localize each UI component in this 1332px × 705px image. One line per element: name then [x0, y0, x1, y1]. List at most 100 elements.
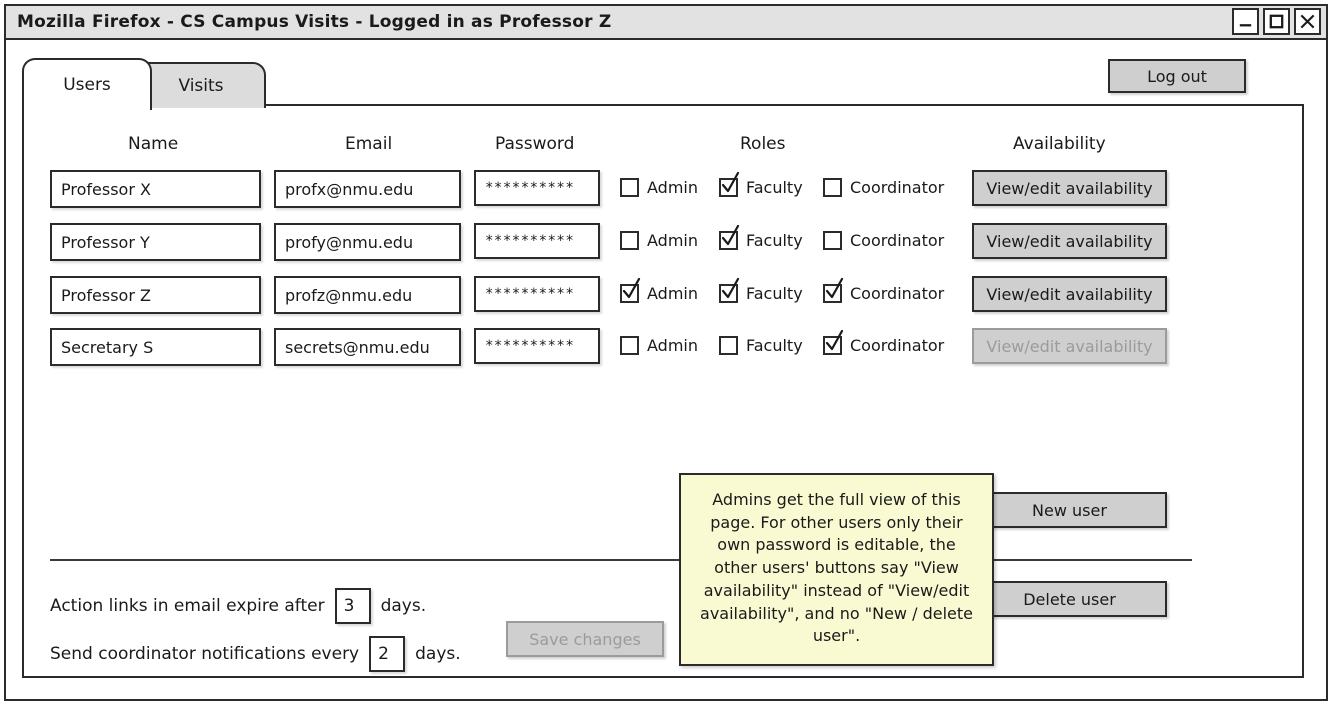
checkbox-box [620, 178, 639, 197]
window-controls [1232, 8, 1321, 35]
checkbox-box [620, 231, 639, 250]
view-edit-availability-button[interactable]: View/edit availability [972, 170, 1167, 206]
section-divider [50, 559, 1192, 561]
name-field[interactable]: Professor Z [50, 276, 261, 314]
check-icon [721, 277, 740, 299]
view-edit-availability-button-disabled: View/edit availability [972, 328, 1167, 364]
check-icon [721, 171, 740, 193]
view-edit-availability-button[interactable]: View/edit availability [972, 223, 1167, 259]
new-user-label: New user [1032, 500, 1107, 520]
column-header-availability: Availability [1013, 134, 1106, 154]
password-field[interactable]: ********** [474, 223, 600, 259]
title-bar: Mozilla Firefox - CS Campus Visits - Log… [6, 6, 1326, 40]
tab-users-label: Users [63, 75, 111, 95]
table-row: Professor X profx@nmu.edu ********** Adm… [24, 170, 1302, 216]
tab-strip: Users Visits [22, 56, 266, 110]
email-field[interactable]: profx@nmu.edu [274, 170, 461, 208]
checkbox-box [719, 224, 740, 250]
column-header-roles: Roles [740, 134, 786, 154]
availability-button-label: View/edit availability [986, 284, 1153, 304]
password-field[interactable]: ********** [474, 328, 600, 364]
column-header-password: Password [495, 134, 575, 154]
tab-visits-label: Visits [178, 76, 224, 96]
checkbox-label: Faculty [746, 284, 803, 303]
checkbox-box [823, 178, 842, 197]
checkbox-label: Admin [647, 284, 698, 303]
check-icon [721, 224, 740, 246]
close-button[interactable] [1294, 8, 1321, 35]
checkbox-faculty[interactable]: Faculty [719, 224, 803, 250]
email-field[interactable]: profz@nmu.edu [274, 276, 461, 314]
checkbox-box [719, 277, 740, 303]
password-field[interactable]: ********** [474, 276, 600, 312]
checkbox-label: Admin [647, 336, 698, 355]
checkbox-box [823, 329, 844, 355]
name-field[interactable]: Professor X [50, 170, 261, 208]
checkbox-label: Coordinator [850, 178, 945, 197]
expiry-prefix-label: Action links in email expire after [50, 596, 325, 616]
new-user-button[interactable]: New user [972, 492, 1167, 528]
tab-users[interactable]: Users [22, 58, 152, 110]
checkbox-faculty[interactable]: Faculty [719, 277, 803, 303]
availability-button-label: View/edit availability [986, 336, 1153, 356]
setting-coordinator-notifications: Send coordinator notifications every 2 d… [50, 636, 461, 672]
email-field[interactable]: profy@nmu.edu [274, 223, 461, 261]
expiry-days-input[interactable]: 3 [334, 588, 371, 624]
checkbox-box [719, 336, 738, 355]
checkbox-faculty[interactable]: Faculty [719, 336, 803, 355]
checkbox-box [823, 231, 842, 250]
logout-label: Log out [1147, 66, 1207, 86]
checkbox-label: Faculty [746, 336, 803, 355]
checkbox-coordinator[interactable]: Coordinator [823, 329, 944, 355]
notify-suffix-label: days. [415, 644, 461, 664]
checkbox-coordinator[interactable]: Coordinator [823, 231, 944, 250]
checkbox-faculty[interactable]: Faculty [719, 171, 803, 197]
checkbox-box [823, 277, 844, 303]
checkbox-admin[interactable]: Admin [620, 231, 698, 250]
checkbox-admin[interactable]: Admin [620, 178, 698, 197]
name-field[interactable]: Professor Y [50, 223, 261, 261]
checkbox-coordinator[interactable]: Coordinator [823, 277, 945, 303]
checkbox-box [719, 171, 740, 197]
notify-days-input[interactable]: 2 [369, 636, 406, 672]
password-field[interactable]: ********** [474, 170, 600, 206]
name-field[interactable]: Secretary S [50, 328, 261, 366]
annotation-sticky-note: Admins get the full view of this page. F… [679, 473, 994, 667]
maximize-button[interactable] [1263, 8, 1290, 35]
column-header-name: Name [128, 134, 179, 154]
column-header-email: Email [345, 134, 393, 154]
check-icon [825, 329, 844, 351]
setting-link-expiry: Action links in email expire after 3 day… [50, 588, 426, 624]
close-icon [1300, 14, 1315, 29]
checkbox-label: Coordinator [850, 231, 945, 250]
tab-visits[interactable]: Visits [136, 62, 266, 108]
checkbox-label: Coordinator [850, 284, 945, 303]
window-title: Mozilla Firefox - CS Campus Visits - Log… [17, 12, 612, 32]
minimize-icon [1239, 24, 1252, 27]
check-icon [825, 277, 844, 299]
save-changes-label: Save changes [529, 629, 641, 649]
checkbox-box [620, 336, 639, 355]
minimize-button[interactable] [1232, 8, 1259, 35]
save-changes-button: Save changes [506, 621, 664, 657]
checkbox-label: Admin [647, 231, 698, 250]
logout-button[interactable]: Log out [1108, 59, 1246, 93]
delete-user-button[interactable]: Delete user [972, 581, 1167, 617]
checkbox-label: Faculty [746, 231, 803, 250]
availability-button-label: View/edit availability [986, 231, 1153, 251]
checkbox-admin[interactable]: Admin [620, 277, 698, 303]
checkbox-coordinator[interactable]: Coordinator [823, 178, 944, 197]
sticky-note-text: Admins get the full view of this page. F… [700, 490, 973, 646]
table-row: Professor Y profy@nmu.edu ********** Adm… [24, 223, 1302, 269]
checkbox-admin[interactable]: Admin [620, 336, 698, 355]
checkbox-label: Faculty [746, 178, 803, 197]
expiry-suffix-label: days. [380, 596, 427, 616]
checkbox-label: Admin [647, 178, 698, 197]
notify-prefix-label: Send coordinator notifications every [50, 644, 360, 664]
check-icon [622, 277, 641, 299]
users-panel: Name Email Password Roles Availability P… [22, 104, 1304, 678]
maximize-icon [1269, 14, 1284, 29]
view-edit-availability-button[interactable]: View/edit availability [972, 276, 1167, 312]
email-field[interactable]: secrets@nmu.edu [274, 328, 461, 366]
checkbox-box [620, 277, 641, 303]
